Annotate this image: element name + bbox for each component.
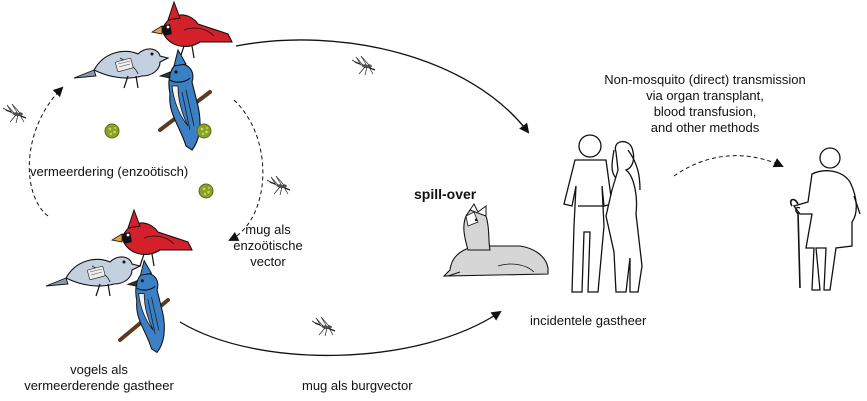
amplification-cycle-label: vermeerdering (enzoötisch) xyxy=(30,164,188,180)
arrow-top-to-host xyxy=(236,40,528,132)
human-couple-icon xyxy=(564,135,642,292)
cycle-arrow-up xyxy=(29,88,62,216)
cardinal-icon xyxy=(152,2,232,58)
elderly-person-icon xyxy=(791,148,860,290)
enzootic-vector-label: mug als enzoötische vector xyxy=(218,222,318,270)
mosquito-icon xyxy=(3,104,26,123)
cycle-arrow-down xyxy=(230,100,263,240)
mosquito-icon xyxy=(312,317,335,336)
virus-particle-icon xyxy=(199,184,213,198)
pigeon-icon xyxy=(74,49,168,88)
bird-group-bottom xyxy=(46,210,192,352)
virus-particle-icon xyxy=(105,124,119,138)
mosquito-icon xyxy=(267,176,290,195)
mosquito-icon xyxy=(352,56,375,75)
non-mosquito-transmission-label: Non-mosquito (direct) transmission via o… xyxy=(580,72,830,136)
horse-icon xyxy=(444,204,548,276)
virus-particle-icon xyxy=(197,124,211,138)
bridge-vector-label: mug als burgvector xyxy=(302,378,413,394)
arrow-direct-transmission xyxy=(674,156,782,176)
spillover-label: spill-over xyxy=(414,186,476,202)
arrow-bottom-to-host xyxy=(180,312,500,355)
incidental-host-label: incidentele gastheer xyxy=(530,313,646,329)
amplifying-host-label: vogels als vermeerderende gastheer xyxy=(14,362,184,394)
pigeon-icon xyxy=(46,257,140,296)
